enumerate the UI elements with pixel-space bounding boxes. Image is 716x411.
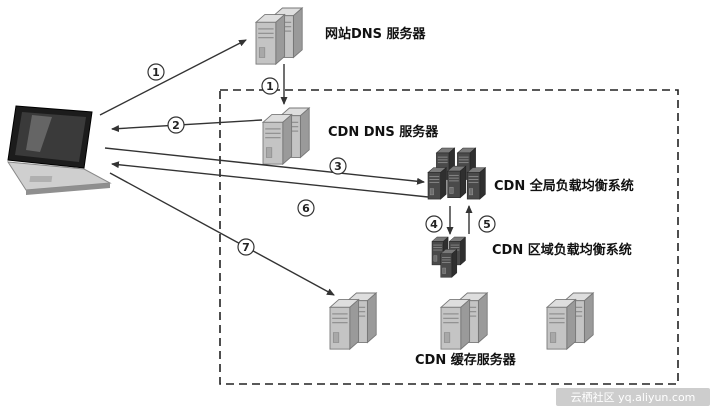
watermark: 云栖社区 yq.aliyun.com bbox=[556, 388, 710, 406]
global-lb-label: CDN 全局负载均衡系统 bbox=[494, 178, 634, 194]
step-1b-number: 1 bbox=[266, 80, 274, 93]
step-7-badge: 7 bbox=[237, 238, 255, 256]
arrow-step-7-client-to-cache bbox=[109, 172, 335, 296]
arrow-step-1-client-to-website-dns bbox=[99, 39, 247, 116]
step-4-number: 4 bbox=[430, 218, 438, 231]
step-1b-badge: 1 bbox=[261, 77, 279, 95]
step-4-badge: 4 bbox=[425, 215, 443, 233]
regional-lb-label: CDN 区域负载均衡系统 bbox=[492, 242, 632, 258]
cache-server-icon-2 bbox=[440, 292, 488, 350]
arrow-step-3-client-to-global-lb bbox=[104, 147, 425, 185]
website-dns-server-icon bbox=[255, 7, 303, 65]
step-5-badge: 5 bbox=[478, 215, 496, 233]
cdn-regional-lb-icon bbox=[431, 236, 466, 278]
cdn-global-lb-icon bbox=[427, 147, 486, 200]
step-2-badge: 2 bbox=[167, 116, 185, 134]
step-2-number: 2 bbox=[172, 119, 180, 132]
client-laptop-icon bbox=[7, 105, 112, 195]
cdn-boundary-box bbox=[219, 89, 679, 385]
arrow-step-2-cdn-dns-to-client bbox=[111, 119, 263, 133]
step-3-number: 3 bbox=[334, 160, 342, 173]
step-7-number: 7 bbox=[242, 241, 250, 254]
step-3-badge: 3 bbox=[329, 157, 347, 175]
website-dns-label: 网站DNS 服务器 bbox=[325, 26, 427, 42]
cache-servers-label: CDN 缓存服务器 bbox=[415, 352, 517, 368]
cache-server-icon-3 bbox=[546, 292, 594, 350]
arrow-step-6-global-lb-to-client bbox=[111, 161, 429, 198]
step-5-number: 5 bbox=[483, 218, 491, 231]
step-6-badge: 6 bbox=[297, 199, 315, 217]
cdn-dns-server-icon bbox=[262, 107, 310, 165]
step-1-badge: 1 bbox=[147, 63, 165, 81]
step-1-number: 1 bbox=[152, 66, 160, 79]
watermark-text: 云栖社区 yq.aliyun.com bbox=[571, 390, 696, 404]
cdn-dns-label: CDN DNS 服务器 bbox=[328, 124, 439, 140]
cache-server-icon-1 bbox=[329, 292, 377, 350]
step-6-number: 6 bbox=[302, 202, 310, 215]
